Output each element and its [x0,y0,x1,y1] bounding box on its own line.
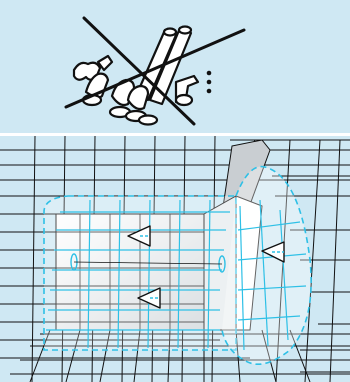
panel-outline-icon [44,167,311,365]
